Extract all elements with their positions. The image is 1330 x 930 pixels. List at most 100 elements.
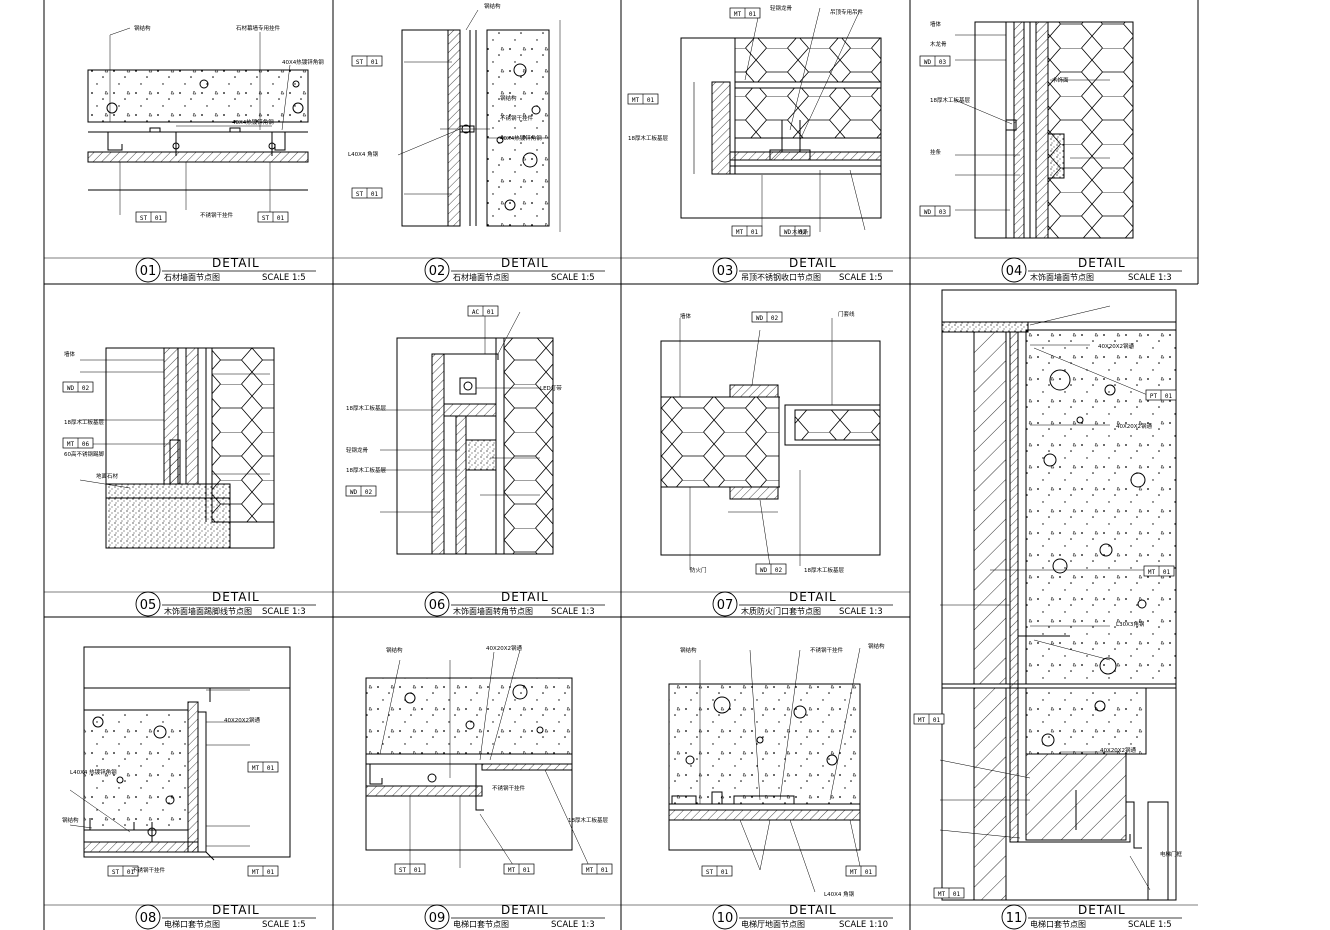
- material-tag-number: 02: [799, 229, 807, 236]
- detail-06-drawing: [380, 310, 554, 555]
- leader-note: 钢结构: [868, 642, 885, 650]
- leader-note: 18厚木工板基层: [346, 404, 386, 412]
- leader-note: 木线条: [792, 228, 809, 236]
- detail-09-drawing: [365, 649, 591, 869]
- leader-note: 40X4热镀锌角钢: [282, 58, 324, 66]
- detail-title: 木饰面墙面转角节点图: [453, 606, 533, 616]
- material-tag-number: 06: [82, 441, 90, 448]
- material-tag-number: 03: [939, 59, 947, 66]
- detail-scale: SCALE 1:3: [839, 607, 883, 617]
- detail-scale: SCALE 1:5: [1128, 920, 1172, 930]
- detail-number: 10: [717, 911, 734, 926]
- leader-note: 不锈钢干挂件: [492, 784, 526, 792]
- detail-number: 06: [429, 598, 446, 613]
- leader-note: 挂条: [930, 148, 942, 156]
- material-tag-code: ST: [706, 869, 714, 876]
- material-tag-number: 01: [523, 867, 531, 874]
- detail-04-drawing: [954, 21, 1134, 239]
- material-tag-code: WD: [760, 567, 768, 574]
- detail-number-bubble: [712, 591, 738, 617]
- detail-07-drawing: [660, 318, 881, 570]
- detail-02-drawing: [397, 9, 561, 232]
- detail-number: 04: [1006, 264, 1023, 279]
- detail-title: 木饰面墙面踢脚线节点图: [164, 606, 252, 616]
- detail-number: 08: [140, 911, 157, 926]
- detail-scale: SCALE 1:3: [551, 607, 595, 617]
- leader-note: 防火门: [690, 566, 707, 574]
- leader-note: 18厚木工板基层: [628, 134, 668, 142]
- leader-note: 18厚木工板基层: [804, 566, 844, 574]
- leader-note: 门套线: [838, 310, 855, 318]
- leader-note: 18厚木工板基层: [568, 816, 608, 824]
- leader-note: 地面石材: [96, 472, 119, 480]
- detail-03-drawing: [680, 7, 882, 232]
- leader-note: LED灯带: [540, 384, 562, 392]
- material-tag-code: ST: [112, 869, 120, 876]
- detail-number-bubble: [135, 904, 161, 930]
- leader-note: 40X4热镀锌角钢: [232, 118, 274, 126]
- leader-note: 木饰面: [1052, 76, 1069, 84]
- detail-number: 05: [140, 598, 157, 613]
- leader-note: L40X4 角钢: [348, 150, 379, 158]
- leader-note: 钢结构: [500, 94, 517, 102]
- material-tag-number: 01: [751, 229, 759, 236]
- detail-number-bubble: [712, 904, 738, 930]
- leader-note: 钢结构: [484, 2, 501, 10]
- detail-title: 电梯口套节点图: [453, 919, 509, 929]
- leader-note: L30X3角钢: [1116, 620, 1145, 628]
- material-tag-code: MT: [632, 97, 640, 104]
- material-tag-code: MT: [252, 869, 260, 876]
- material-tag-number: 01: [277, 215, 285, 222]
- material-tag-code: MT: [1148, 569, 1156, 576]
- leader-note: 40X20X2钢通: [1100, 746, 1137, 754]
- material-tag-number: 01: [601, 867, 609, 874]
- material-tag-code: MT: [850, 869, 858, 876]
- detail-11-drawing: [939, 289, 1177, 901]
- leader-note: 电梯门框: [1160, 850, 1183, 858]
- detail-scale: SCALE 1:5: [262, 920, 306, 930]
- detail-number: 11: [1006, 911, 1023, 926]
- leader-note: 钢结构: [680, 646, 697, 654]
- detail-number: 02: [429, 264, 446, 279]
- material-tag-number: 01: [1163, 569, 1171, 576]
- detail-number-bubble: [1001, 257, 1027, 283]
- detail-scale: SCALE 1:5: [839, 273, 883, 283]
- detail-caption: DETAIL: [212, 590, 260, 604]
- material-tag-number: 01: [953, 891, 961, 898]
- material-tag-code: MT: [918, 717, 926, 724]
- sheet-grid: [43, 0, 1199, 930]
- detail-caption: DETAIL: [789, 903, 837, 917]
- detail-title: 电梯厅地面节点图: [741, 919, 805, 929]
- material-tag-code: WD: [67, 385, 75, 392]
- leader-note: 木龙骨: [930, 40, 947, 48]
- leader-note: 40X4热镀锌角钢: [500, 134, 542, 142]
- detail-scale: SCALE 1:10: [839, 920, 888, 930]
- detail-scale: SCALE 1:5: [262, 273, 306, 283]
- detail-number-bubble: [424, 591, 450, 617]
- detail-caption: DETAIL: [789, 256, 837, 270]
- detail-caption: DETAIL: [212, 256, 260, 270]
- material-tag-number: 01: [1165, 393, 1173, 400]
- detail-title: 木饰面墙面节点图: [1030, 272, 1094, 282]
- leader-note: 60高不锈钢踢脚: [64, 450, 104, 458]
- detail-number: 09: [429, 911, 446, 926]
- material-tag-code: ST: [140, 215, 148, 222]
- leader-note: 吊顶专用吊件: [830, 8, 864, 16]
- material-tag-number: 01: [414, 867, 422, 874]
- material-tag-code: MT: [586, 867, 594, 874]
- material-tag-number: 01: [267, 765, 275, 772]
- leader-note: 墙体: [930, 20, 942, 28]
- material-tag-code: WD: [924, 59, 932, 66]
- leader-note: 18厚木工板基层: [930, 96, 970, 104]
- leader-note: 墙体: [680, 312, 692, 320]
- detail-title: 木质防火门口套节点图: [741, 606, 821, 616]
- material-tag-number: 01: [487, 309, 495, 316]
- detail-05-drawing: [79, 347, 275, 549]
- leader-note: 18厚木工板基层: [346, 466, 386, 474]
- material-tag-number: 01: [127, 869, 135, 876]
- detail-number: 07: [717, 598, 734, 613]
- material-tag-code: PT: [1150, 393, 1158, 400]
- material-tag-number: 01: [865, 869, 873, 876]
